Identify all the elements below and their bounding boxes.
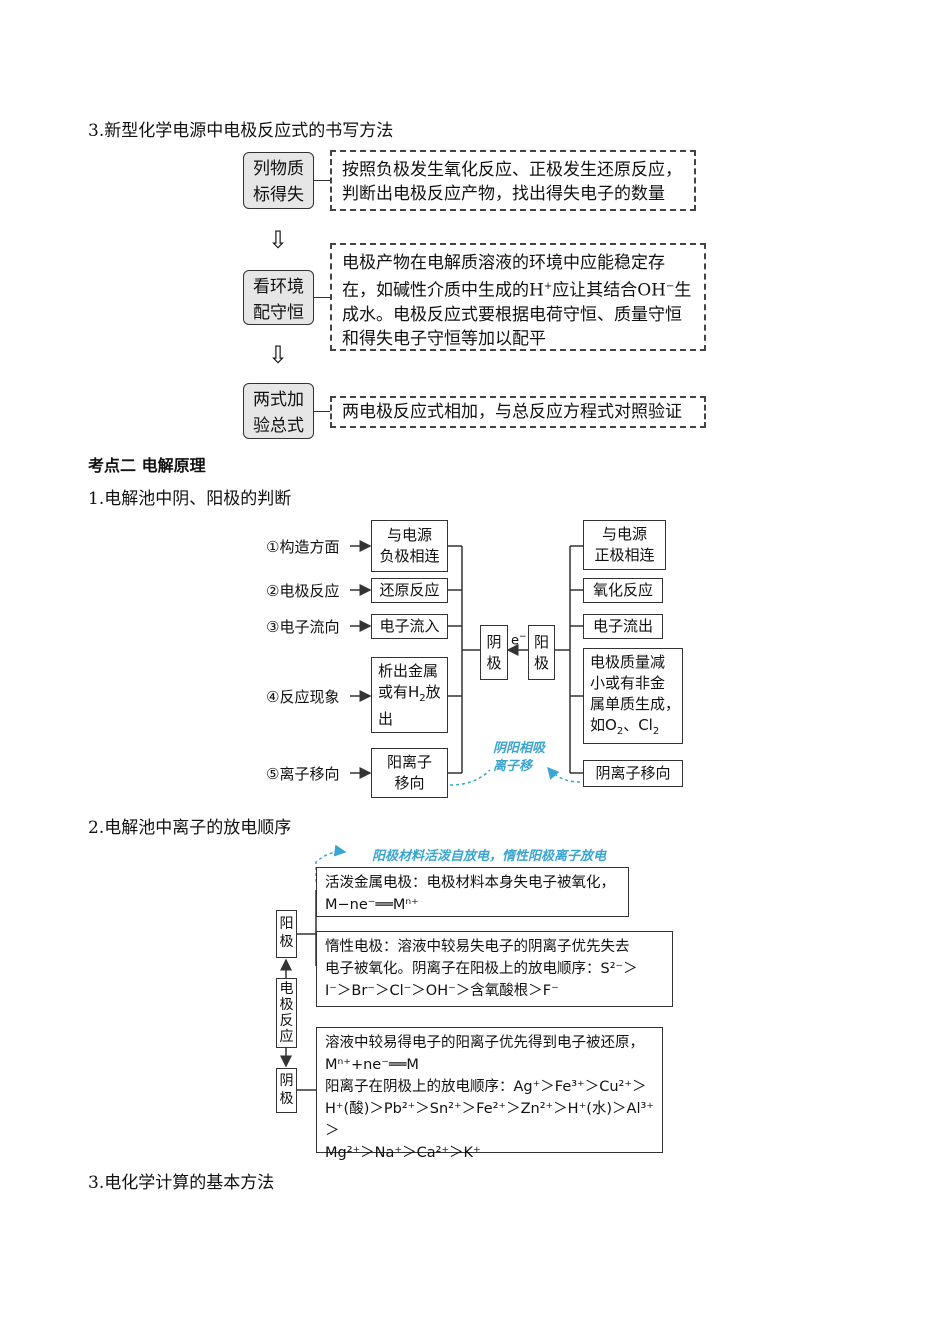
electrode-reaction-box: 电 极 反 应 <box>276 978 297 1048</box>
text: 在，如碱性介质中生成的H <box>342 280 544 301</box>
anode-structure-box: 与电源 正极相连 <box>583 520 666 570</box>
step-desc-2-line4: 和得失电子守恒等加以配平 <box>342 328 546 349</box>
active-electrode-box: 活泼金属电极：电极材料本身失电子被氧化， M−ne⁻══Mⁿ⁺ <box>316 867 629 917</box>
step-label-1: 列物质 标得失 <box>243 152 314 209</box>
section-heading-4: 3.电化学计算的基本方法 <box>88 1173 275 1193</box>
sup: − <box>665 281 675 292</box>
text: 出 <box>378 710 394 728</box>
text: e <box>511 633 519 649</box>
step-label-2: 看环境 配守恒 <box>243 270 314 325</box>
text: 生 <box>674 280 692 301</box>
text: 活泼金属电极：电极材料本身失电子被氧化， <box>325 875 615 891</box>
text: 如O <box>590 716 617 734</box>
text: M−ne⁻══Mⁿ⁺ <box>325 897 419 913</box>
down-arrow-icon: ⇩ <box>268 341 289 369</box>
step-label-2-line1: 看环境 <box>253 277 304 297</box>
section-heading-2: 1.电解池中阴、阳极的判断 <box>88 489 292 509</box>
cathode-box: 阴 极 <box>480 625 508 680</box>
step-label-3: 两式加 验总式 <box>243 383 314 439</box>
row-label-ion: ⑤离子移向 <box>266 765 340 783</box>
anode-ion-box: 阴离子移向 <box>583 760 683 787</box>
electron-label: e− <box>511 632 527 648</box>
section-heading-1: 3.新型化学电源中电极反应式的书写方法 <box>88 121 394 141</box>
step-label-1-line2: 标得失 <box>253 185 304 205</box>
handwritten-note-2: 阳极材料活泼自放电，惰性阳极离子放电 <box>372 849 607 864</box>
connector <box>314 297 330 298</box>
text: 小或有非金 <box>590 674 666 692</box>
text: Mg²⁺＞Na⁺＞Ca²⁺＞K⁺ <box>325 1145 481 1161</box>
kaodian-heading: 考点二 电解原理 <box>88 456 206 475</box>
row-label-reaction: ②电极反应 <box>266 582 340 600</box>
step-desc-3-line1: 两电极反应式相加，与总反应方程式对照验证 <box>342 402 682 422</box>
text: 电极质量减 <box>590 653 666 671</box>
sub: 2 <box>419 693 426 704</box>
row-label-phenomenon: ④反应现象 <box>266 688 340 706</box>
anode-reaction-box: 氧化反应 <box>583 578 663 603</box>
cathode-phenomenon-box: 析出金属 或有H2放 出 <box>371 657 448 733</box>
inert-electrode-box: 惰性电极：溶液中较易失电子的阴离子优先失去 电子被氧化。阴离子在阳极上的放电顺序… <box>316 931 673 1007</box>
section-heading-3: 2.电解池中离子的放电顺序 <box>88 818 292 838</box>
text: 溶液中较易得电子的阳离子优先得到电子被还原， <box>325 1035 644 1051</box>
anode-electron-box: 电子流出 <box>583 614 663 639</box>
text: 或有H2放 <box>378 682 447 709</box>
cathode-ion-box: 阳离子 移向 <box>371 748 448 798</box>
anode-label-box: 阳 极 <box>276 910 297 958</box>
connector <box>314 411 330 412</box>
step-desc-1-line1: 按照负极发生氧化反应、正极发生还原反应， <box>342 160 682 180</box>
cathode-reaction-box: 还原反应 <box>371 578 448 603</box>
sup: + <box>543 281 553 292</box>
cathode-label-box: 阴 极 <box>276 1068 297 1113</box>
step-label-2-line2: 配守恒 <box>253 303 304 323</box>
text: 阳离子在阴极上的放电顺序：Ag⁺＞Fe³⁺＞Cu²⁺＞ <box>325 1079 647 1095</box>
step-label-3-line2: 验总式 <box>253 416 304 436</box>
text: H⁺(酸)＞Pb²⁺＞Sn²⁺＞Fe²⁺＞Zn²⁺＞H⁺(水)＞Al³⁺＞ <box>325 1101 654 1139</box>
step-label-1-line1: 列物质 <box>253 159 304 179</box>
connector <box>314 180 330 181</box>
text: 如O2、Cl2 <box>590 715 682 742</box>
text: 惰性电极：溶液中较易失电子的阴离子优先失去 <box>325 939 630 955</box>
down-arrow-icon: ⇩ <box>268 226 289 254</box>
anode-phenomenon-box: 电极质量减 小或有非金 属单质生成， 如O2、Cl2 <box>583 648 683 744</box>
handwritten-note: 阴阳相吸 离子移 <box>493 741 546 774</box>
sub: 2 <box>652 726 660 737</box>
text: 电子被氧化。阴离子在阳极上的放电顺序：S²⁻＞ <box>325 961 638 977</box>
cathode-structure-box: 与电源 负极相连 <box>371 520 448 572</box>
text: Mⁿ⁺+ne⁻══M <box>325 1057 419 1073</box>
step-desc-2: 电极产物在电解质溶液的环境中应能稳定存 在，如碱性介质中生成的H+应让其结合OH… <box>330 243 706 351</box>
text: 析出金属 <box>378 662 439 680</box>
step-label-3-line1: 两式加 <box>253 390 304 410</box>
step-desc-2-line2: 在，如碱性介质中生成的H+应让其结合OH−生 <box>342 275 694 303</box>
cathode-order-box: 溶液中较易得电子的阳离子优先得到电子被还原， Mⁿ⁺+ne⁻══M 阳离子在阴极… <box>316 1027 663 1161</box>
text: 或有H <box>378 683 420 701</box>
text: 属单质生成， <box>590 695 681 713</box>
row-label-electron: ③电子流向 <box>266 618 340 636</box>
text: 放 <box>425 683 441 701</box>
step-desc-2-line3: 成水。电极反应式要根据电荷守恒、质量守恒 <box>342 304 682 325</box>
step-desc-3: 两电极反应式相加，与总反应方程式对照验证 <box>330 396 706 428</box>
step-desc-1-line2: 判断出电极反应产物，找出得失电子的数量 <box>342 184 665 204</box>
row-label-structure: ①构造方面 <box>266 538 340 556</box>
text: 、Cl <box>623 716 653 734</box>
sub: 2 <box>616 726 624 737</box>
cathode-electron-box: 电子流入 <box>371 614 448 639</box>
sup: − <box>519 632 527 642</box>
step-desc-1: 按照负极发生氧化反应、正极发生还原反应， 判断出电极反应产物，找出得失电子的数量 <box>330 150 696 211</box>
step-desc-2-line1: 电极产物在电解质溶液的环境中应能稳定存 <box>342 253 665 273</box>
text: 应让其结合OH <box>552 280 666 301</box>
anode-box: 阳 极 <box>528 625 555 680</box>
text: I⁻＞Br⁻＞Cl⁻＞OH⁻＞含氧酸根＞F⁻ <box>325 983 559 999</box>
